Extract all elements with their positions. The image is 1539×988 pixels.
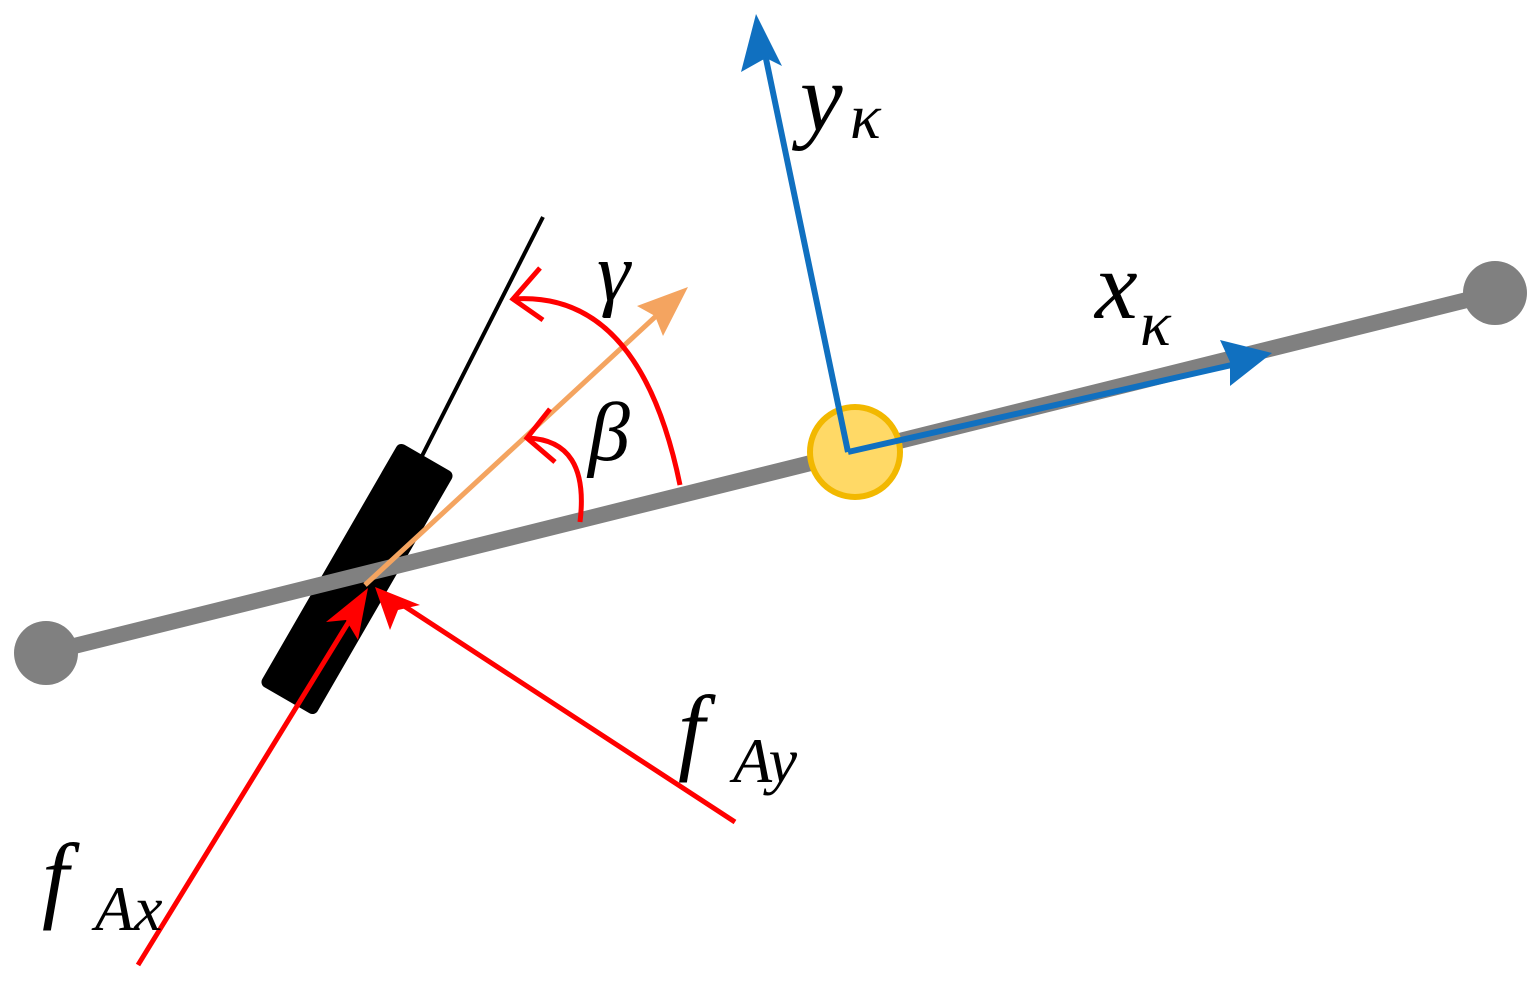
gamma-arc [512,296,683,486]
gamma-arc-head [509,266,545,323]
beta-label: β [586,386,630,479]
body-bar [38,285,1503,661]
beta-arc [526,435,584,523]
f-ay-label-sub: Ay [729,725,798,796]
x-kappa-arrowhead [1220,340,1272,386]
f-ay-label-base: f [678,676,716,783]
steering-line [418,216,545,461]
bar-right-joint [1463,261,1527,325]
f-ax-label-sub: Ax [91,873,163,944]
x-kappa-label-base: x [1093,232,1138,339]
y-kappa-label-base: y [791,44,843,151]
velocity-direction [363,303,670,587]
y-kappa-label-sub: κ [850,81,882,152]
gamma-label: γ [597,226,632,319]
force-ay-arrowhead [375,587,420,630]
f-ax-label-base: f [42,824,80,931]
force-ay [396,599,737,825]
bar-left-joint [14,621,78,685]
x-kappa-axis [847,359,1246,455]
y-kappa-arrowhead [741,14,782,72]
y-kappa-axis [756,28,851,453]
beta-arc-head [523,407,557,464]
force-ax-arrowhead [326,588,368,640]
x-kappa-label-sub: κ [1140,288,1172,359]
velocity-arrowhead [637,287,688,336]
force-ax [135,608,359,967]
